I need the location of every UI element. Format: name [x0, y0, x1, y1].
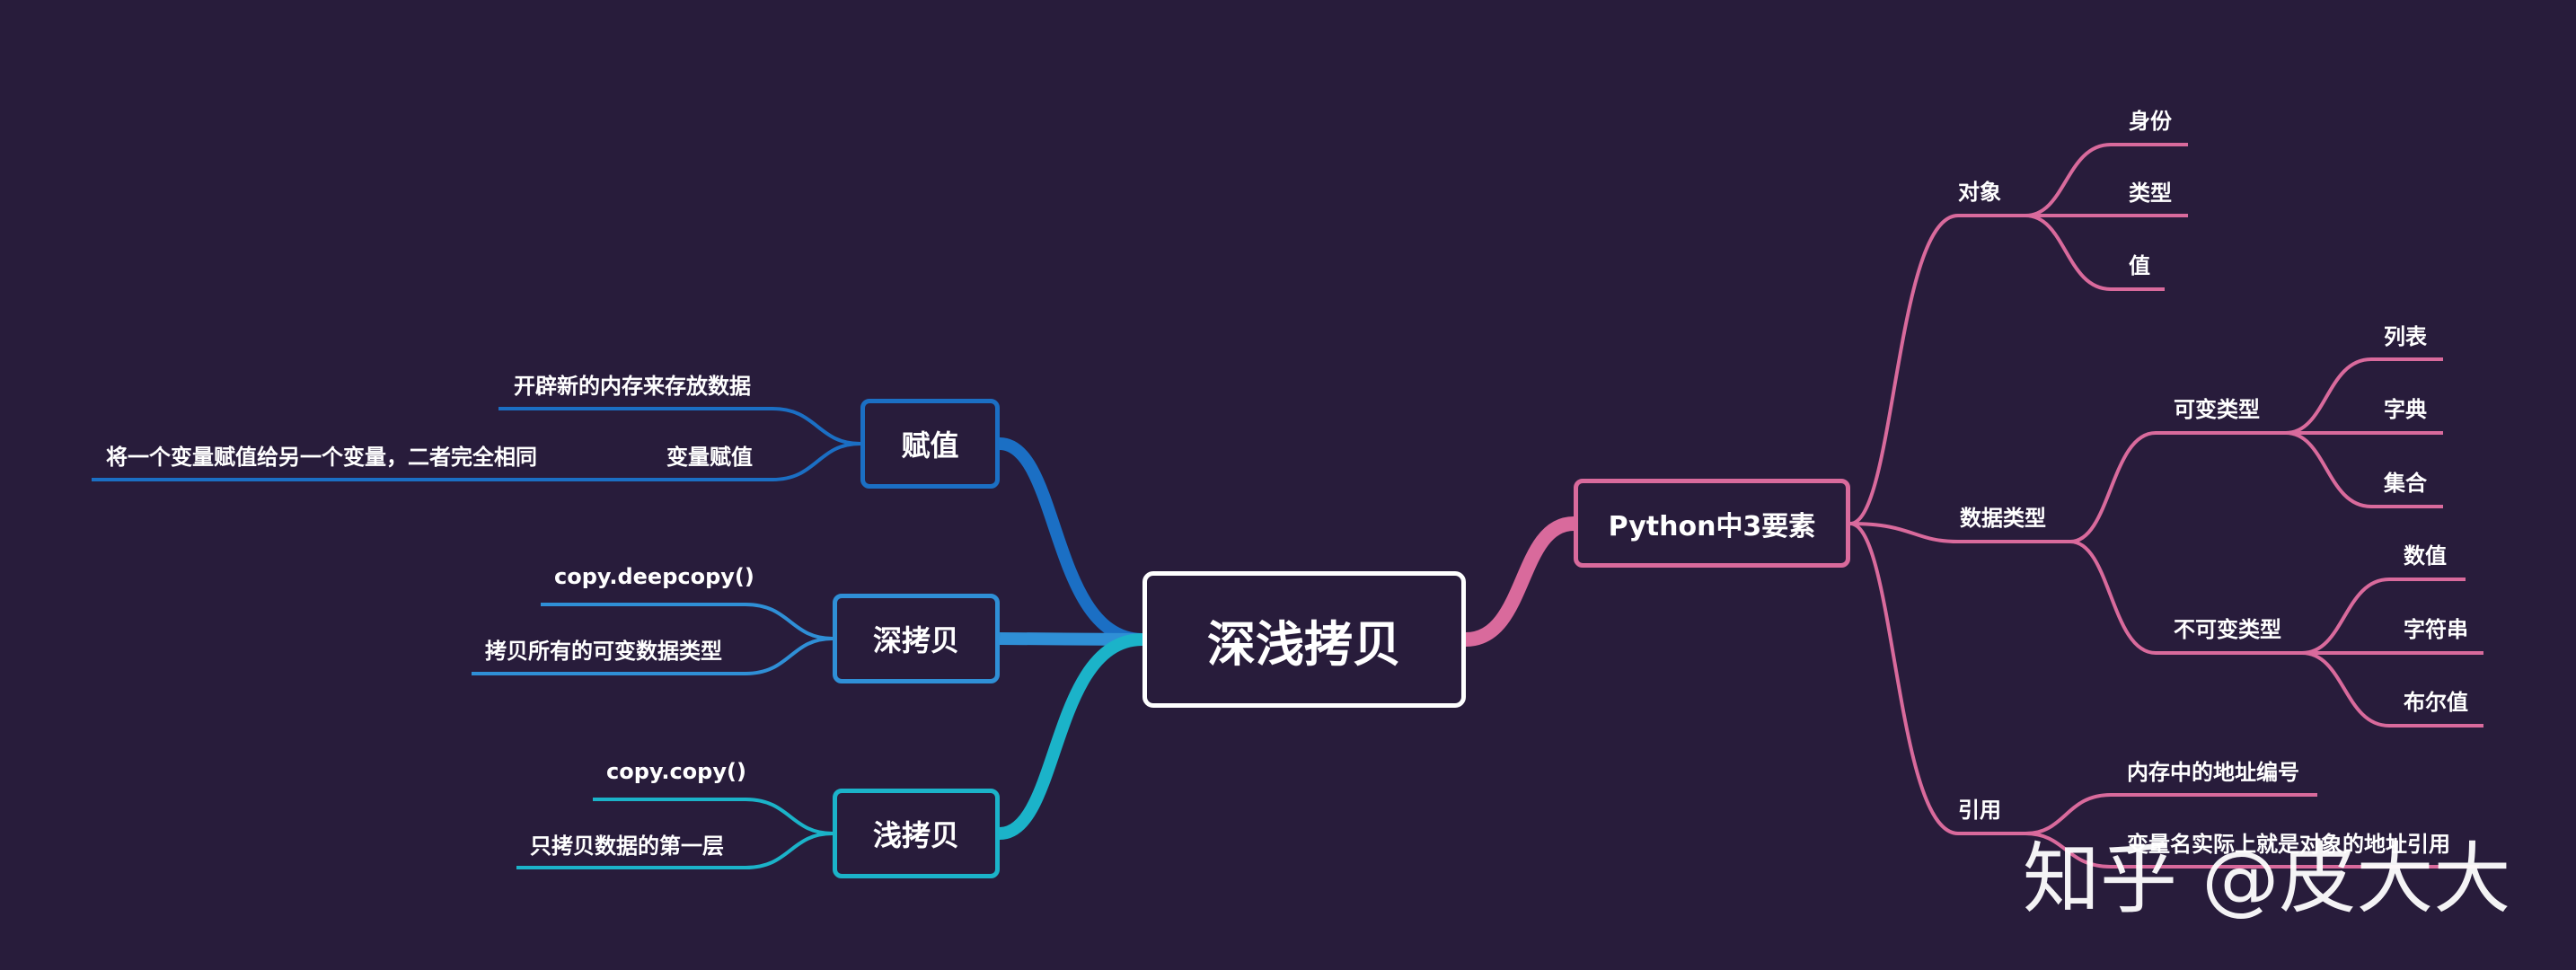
shallow-copy-node[interactable]: 浅拷贝	[833, 789, 1000, 878]
edge-python-datatype	[1849, 522, 2070, 543]
edge-datatype-immutable	[2069, 540, 2302, 655]
copy-desc-label[interactable]: 只拷贝数据的第一层	[530, 833, 724, 859]
variable-assign-label[interactable]: 变量赋值	[666, 445, 753, 470]
list-label[interactable]: 列表	[2384, 324, 2427, 349]
edge-mutable-set	[2285, 431, 2443, 508]
variable-name-label[interactable]: 变量名实际上就是对象的地址引用	[2127, 832, 2450, 857]
edge-object-identity	[2025, 143, 2188, 217]
edge-assign-varassign	[92, 442, 861, 481]
immutable-type-label[interactable]: 不可变类型	[2174, 617, 2281, 642]
edge-root-assign	[999, 437, 1143, 646]
dict-label[interactable]: 字典	[2384, 397, 2427, 422]
assign-node[interactable]: 赋值	[860, 399, 1000, 489]
edge-shallow-desc	[516, 832, 834, 869]
reference-label[interactable]: 引用	[1958, 798, 2001, 823]
number-label[interactable]: 数值	[2404, 543, 2447, 569]
edge-shallow-func	[593, 798, 834, 835]
identity-label[interactable]: 身份	[2129, 109, 2172, 134]
assign-note-label[interactable]: 将一个变量赋值给另一个变量，二者完全相同	[106, 445, 537, 470]
edge-object-value	[2025, 214, 2165, 291]
edge-immutable-number	[2301, 578, 2466, 655]
edge-assign-newmem	[498, 407, 861, 445]
edge-reference-address	[2025, 793, 2317, 835]
mutable-type-label[interactable]: 可变类型	[2174, 397, 2260, 422]
zhihu-watermark: 知乎 @皮大大	[2023, 834, 2511, 924]
edge-deep-func	[541, 603, 834, 640]
string-label[interactable]: 字符串	[2404, 617, 2468, 642]
edge-datatype-mutable	[2069, 431, 2286, 543]
edge-root-python	[1459, 516, 1581, 647]
python-elements-node[interactable]: Python中3要素	[1574, 479, 1850, 568]
edge-python-object	[1849, 214, 2025, 525]
new-memory-label[interactable]: 开辟新的内存来存放数据	[514, 374, 751, 399]
memory-address-label[interactable]: 内存中的地址编号	[2127, 760, 2299, 785]
set-label[interactable]: 集合	[2384, 471, 2427, 496]
value-label[interactable]: 值	[2129, 253, 2150, 278]
deepcopy-func-label[interactable]: copy.deepcopy()	[554, 564, 754, 589]
object-label[interactable]: 对象	[1958, 180, 2001, 205]
deep-copy-node[interactable]: 深拷贝	[833, 594, 1000, 683]
type-label[interactable]: 类型	[2129, 181, 2172, 206]
edge-reference-varname	[2025, 832, 2479, 869]
datatype-label[interactable]: 数据类型	[1960, 506, 2046, 531]
edge-mutable-list	[2285, 357, 2443, 435]
copy-func-label[interactable]: copy.copy()	[606, 759, 746, 784]
edge-python-reference	[1849, 522, 2025, 835]
root-node[interactable]: 深浅拷贝	[1142, 571, 1466, 708]
deepcopy-desc-label[interactable]: 拷贝所有的可变数据类型	[485, 639, 722, 664]
edge-immutable-bool	[2301, 651, 2483, 728]
bool-label[interactable]: 布尔值	[2404, 690, 2468, 715]
edge-root-shallow	[999, 633, 1143, 840]
edge-deep-desc	[472, 637, 834, 675]
